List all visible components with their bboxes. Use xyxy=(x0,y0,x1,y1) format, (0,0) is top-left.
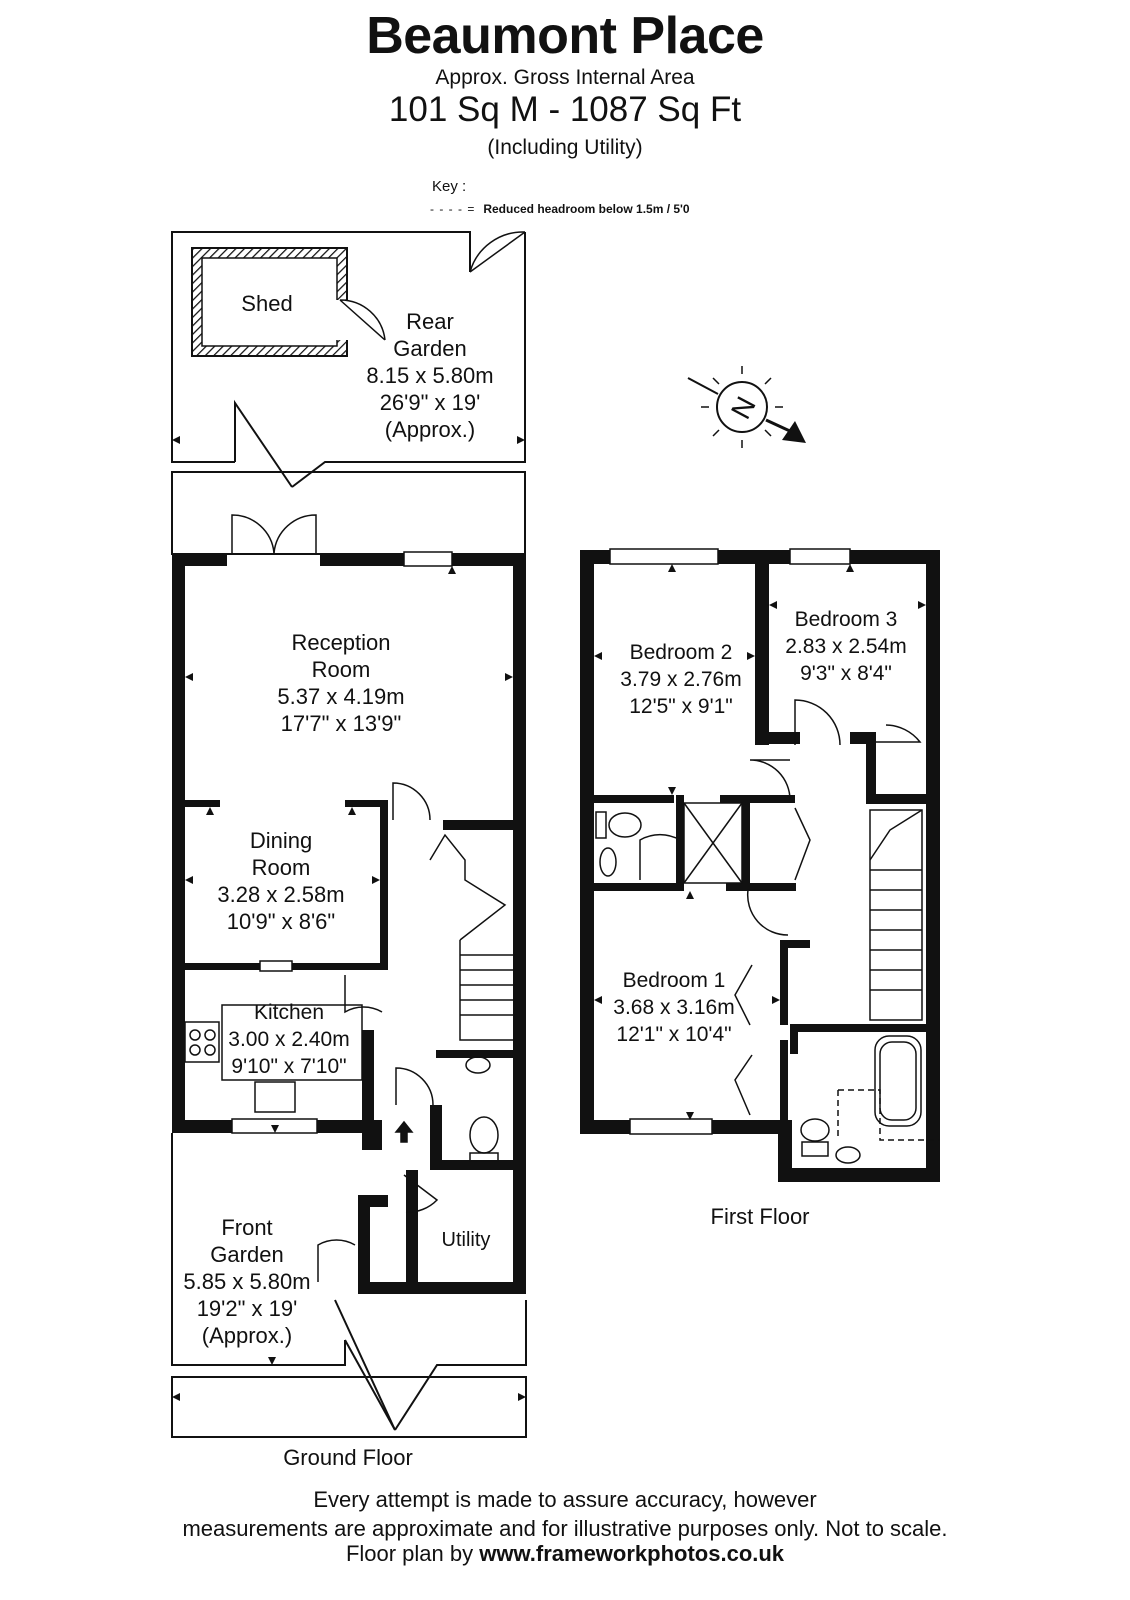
room-label-line: 5.85 x 5.80m xyxy=(183,1269,310,1294)
room-label-line: 17'7" x 13'9" xyxy=(281,711,402,736)
room-label-line: Bedroom 1 xyxy=(623,969,726,992)
room-label-line: Front xyxy=(221,1215,272,1240)
room-label-line: 3.00 x 2.40m xyxy=(228,1028,349,1051)
room-label-line: Garden xyxy=(393,336,466,361)
credit-prefix: Floor plan by xyxy=(345,1541,474,1566)
room-label-line: Utility xyxy=(442,1229,491,1251)
room-label-line: Reception xyxy=(291,630,390,655)
ground-floor-walls xyxy=(172,553,526,1294)
shed-structure xyxy=(191,247,386,357)
room-label-line: 8.15 x 5.80m xyxy=(366,363,493,388)
room-label-line: 2.83 x 2.54m xyxy=(785,635,906,658)
plan-title: Beaumont Place xyxy=(366,7,764,65)
room-label-line: 5.37 x 4.19m xyxy=(277,684,404,709)
room-label-line: 9'10" x 7'10" xyxy=(231,1055,346,1078)
disclaimer-line-1: Every attempt is made to assure accuracy… xyxy=(313,1487,817,1512)
room-label-line: 9'3" x 8'4" xyxy=(800,662,892,685)
room-label-shed: Shed xyxy=(241,291,292,316)
disclaimer-line-2: measurements are approximate and for ill… xyxy=(182,1516,948,1541)
room-label-line: Bedroom 3 xyxy=(795,608,898,631)
room-label-line: Kitchen xyxy=(254,1001,324,1024)
first-floor-details xyxy=(595,548,940,1164)
credit-line: Floor plan by www.frameworkphotos.co.uk xyxy=(346,1541,784,1567)
room-label-line: 10'9" x 8'6" xyxy=(227,909,335,934)
room-label-line: 3.28 x 2.58m xyxy=(217,882,344,907)
front-garden-outline xyxy=(171,1133,527,1438)
ground-floor-details xyxy=(184,514,515,1282)
dimension-markers xyxy=(172,436,926,1401)
rear-garden-outline xyxy=(171,231,526,488)
gross-area: 101 Sq M - 1087 Sq Ft xyxy=(388,90,742,129)
room-label-line: 12'1" x 10'4" xyxy=(616,1023,731,1046)
rear-patio xyxy=(171,471,526,555)
room-label-utility: Utility xyxy=(442,1229,491,1251)
room-label-bedroom-3: Bedroom 3 2.83 x 2.54m 9'3" x 8'4" xyxy=(785,608,906,685)
compass-icon: N xyxy=(687,366,806,448)
disclaimer: Every attempt is made to assure accuracy… xyxy=(182,1485,947,1543)
key-legend: - - - - = Reduced headroom below 1.5m / 5… xyxy=(430,202,690,216)
room-label-line: Room xyxy=(312,657,371,682)
room-label-line: Bedroom 2 xyxy=(630,641,733,664)
room-label-line: 12'5" x 9'1" xyxy=(629,695,733,718)
room-label-line: 26'9" x 19' xyxy=(380,390,481,415)
room-label-line: Shed xyxy=(241,291,292,316)
key-legend-text: Reduced headroom below 1.5m / 5'0 xyxy=(483,202,690,216)
room-label-line: 3.79 x 2.76m xyxy=(620,668,741,691)
room-label-line: (Approx.) xyxy=(202,1323,292,1348)
room-label-line: Dining xyxy=(250,828,312,853)
key-dash-symbol: - - - - = xyxy=(430,202,476,216)
room-label-kitchen: Kitchen 3.00 x 2.40m 9'10" x 7'10" xyxy=(228,1001,349,1078)
room-label-bedroom-2: Bedroom 2 3.79 x 2.76m 12'5" x 9'1" xyxy=(620,641,741,718)
room-label-bedroom-1: Bedroom 1 3.68 x 3.16m 12'1" x 10'4" xyxy=(613,969,734,1046)
area-note: (Including Utility) xyxy=(487,136,643,159)
room-label-line: (Approx.) xyxy=(385,417,475,442)
room-label-line: Garden xyxy=(210,1242,283,1267)
credit-link[interactable]: www.frameworkphotos.co.uk xyxy=(479,1541,785,1566)
room-label-line: 19'2" x 19' xyxy=(197,1296,298,1321)
room-label-line: 3.68 x 3.16m xyxy=(613,996,734,1019)
area-subtitle: Approx. Gross Internal Area xyxy=(435,66,695,89)
key-label: Key : xyxy=(432,178,467,195)
room-label-line: Room xyxy=(252,855,311,880)
ground-floor-label: Ground Floor xyxy=(283,1445,413,1470)
room-label-line: Rear xyxy=(406,309,454,334)
first-floor-label: First Floor xyxy=(710,1204,810,1229)
